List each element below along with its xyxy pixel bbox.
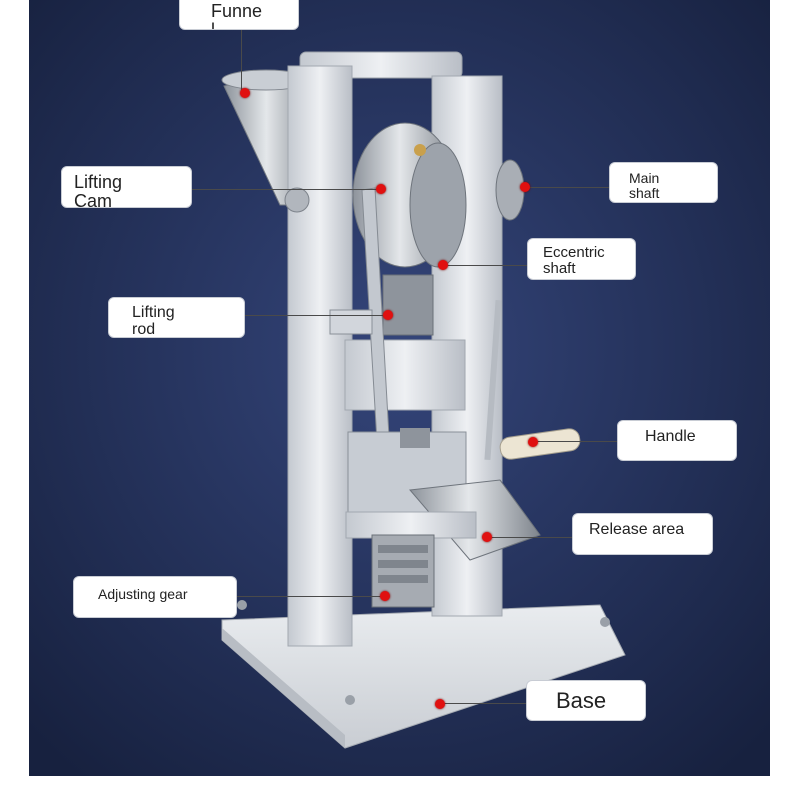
label-base-text: Base bbox=[556, 688, 607, 713]
label-eccentric-shaft: Eccentric shaft bbox=[527, 238, 636, 280]
label-funnel-line2: l bbox=[211, 19, 215, 30]
marker-eccentric-shaft bbox=[438, 260, 448, 270]
crosshead bbox=[344, 339, 466, 411]
label-main-shaft-line1: Main bbox=[629, 170, 660, 186]
label-adjusting-gear-text: Adjusting gear bbox=[98, 586, 188, 602]
label-funnel-line1: Funne bbox=[211, 1, 263, 21]
label-adjusting-gear: Adjusting gear bbox=[73, 576, 237, 618]
marker-adjusting-gear bbox=[380, 591, 390, 601]
label-lifting-cam: Lifting Cam bbox=[61, 166, 192, 208]
marker-lifting-cam bbox=[376, 184, 386, 194]
label-eccentric-shaft-line2: shaft bbox=[543, 259, 576, 277]
handle-grip bbox=[499, 428, 581, 460]
label-lifting-rod-line2: rod bbox=[132, 320, 156, 338]
marker-handle bbox=[528, 437, 538, 447]
label-release-area-text: Release area bbox=[589, 521, 685, 538]
marker-base bbox=[435, 699, 445, 709]
marker-lifting-rod bbox=[383, 310, 393, 320]
left-column bbox=[287, 65, 353, 647]
marker-main-shaft bbox=[520, 182, 530, 192]
label-lifting-rod: Lifting rod bbox=[108, 297, 245, 338]
label-base: Base bbox=[526, 680, 646, 721]
crank-arm bbox=[484, 299, 502, 461]
label-handle-text: Handle bbox=[645, 428, 696, 445]
label-lifting-cam-line1: Lifting bbox=[74, 172, 123, 192]
label-release-area: Release area bbox=[572, 513, 713, 555]
label-lifting-rod-line1: Lifting bbox=[132, 304, 175, 321]
marker-release-area bbox=[482, 532, 492, 542]
label-handle: Handle bbox=[617, 420, 737, 461]
label-eccentric-shaft-line1: Eccentric bbox=[543, 244, 605, 261]
label-funnel: Funne l bbox=[179, 0, 299, 30]
label-main-shaft: Main shaft bbox=[609, 162, 718, 203]
label-lifting-cam-line2: Cam bbox=[74, 190, 113, 208]
marker-funnel bbox=[240, 88, 250, 98]
label-main-shaft-line2: shaft bbox=[629, 184, 660, 201]
